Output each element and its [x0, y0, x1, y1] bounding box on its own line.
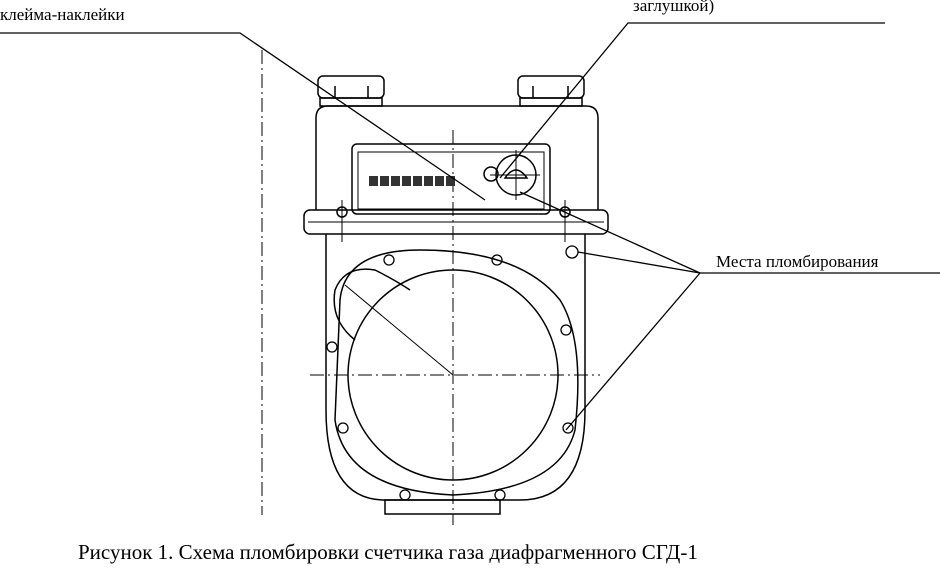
- label-seal-places: Места пломбирования: [716, 252, 879, 271]
- upper-housing: [315, 105, 599, 210]
- counter-plug: [483, 150, 540, 200]
- leader-seal-3: [565, 272, 701, 431]
- label-plug: заглушкой): [633, 0, 715, 15]
- label-sticker: клейма-наклейки: [0, 5, 125, 24]
- outer-ring: [334, 249, 579, 496]
- counter-digits: [369, 176, 455, 186]
- leader-seal-2: [577, 251, 701, 274]
- outlet-cap: [517, 75, 585, 107]
- lobe: [333, 268, 411, 341]
- diaphragm-chamber: [347, 269, 559, 481]
- leader-seal-1: [519, 191, 701, 274]
- counter-window: [351, 143, 551, 215]
- leader-plug: [499, 22, 885, 179]
- seal-bolts: [326, 245, 579, 501]
- leader-sticker: [0, 32, 486, 201]
- figure-caption: Рисунок 1. Схема пломбировки счетчика га…: [78, 540, 698, 564]
- inlet-cap: [317, 75, 385, 107]
- flange: [303, 209, 609, 235]
- foot: [384, 499, 501, 515]
- lower-housing: [325, 234, 586, 501]
